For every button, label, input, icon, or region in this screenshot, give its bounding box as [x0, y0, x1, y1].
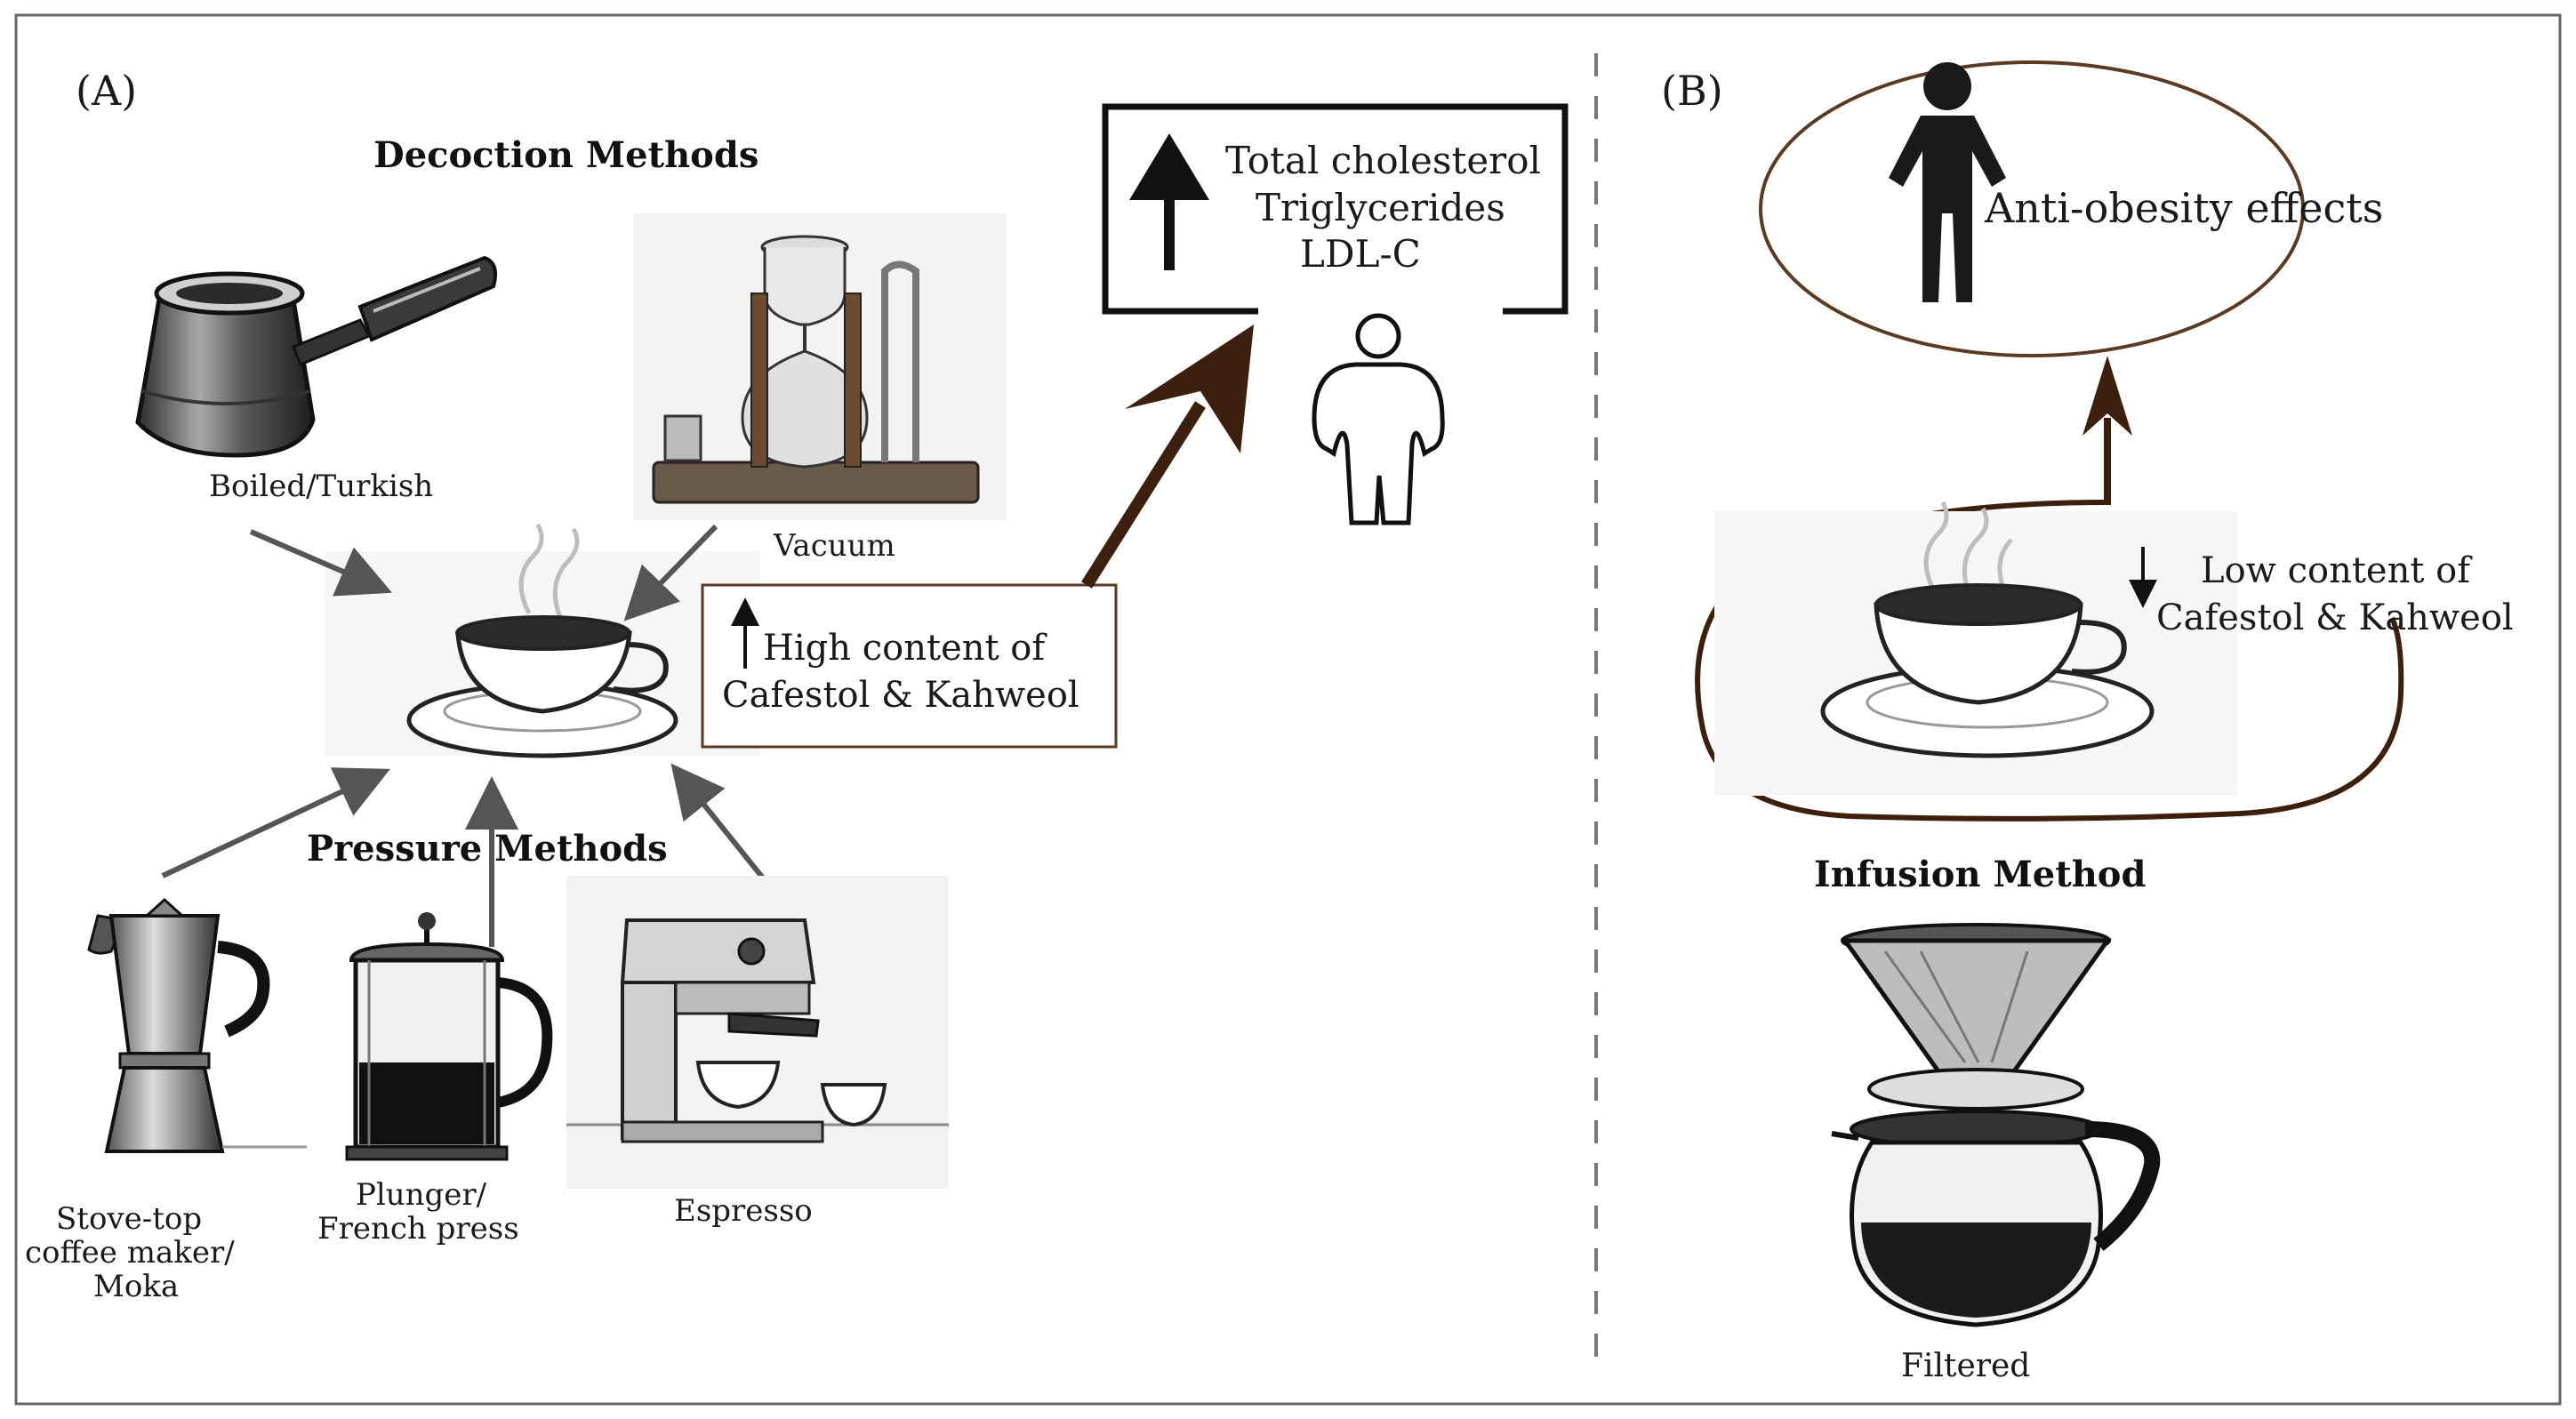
- infusion-method-title: Infusion Method: [1814, 854, 2146, 895]
- high-content-box: High content of Cafestol & Kahweol: [701, 583, 1118, 749]
- arrow-vacuum-to-cup: [623, 524, 718, 621]
- input-arrows: [161, 524, 767, 947]
- moka-label-line3: Moka: [93, 1269, 179, 1304]
- coffee-cup-high-icon: [325, 523, 760, 758]
- big-up-arrow-icon: [1129, 133, 1209, 270]
- coffee-cup-low-icon: [1714, 501, 2237, 796]
- effect-ldl-c: LDL-C: [1300, 232, 1421, 276]
- arrow-espresso-to-cup: [670, 763, 767, 882]
- vacuum-label: Vacuum: [773, 528, 895, 564]
- obese-person-icon: [1312, 313, 1445, 525]
- anti-obesity-text: Anti-obesity effects: [1984, 184, 2383, 232]
- espresso-machine-icon: [566, 876, 949, 1189]
- panel-a-label: (A): [76, 67, 137, 115]
- boiled-turkish-label: Boiled/Turkish: [209, 469, 433, 504]
- standing-person-icon: [1889, 62, 2006, 302]
- brown-arrow-up: [2082, 356, 2132, 505]
- figure-border: [14, 13, 2562, 1406]
- effect-total-cholesterol: Total cholesterol: [1225, 139, 1541, 182]
- anti-obesity-ellipse: Anti-obesity effects: [1759, 60, 2383, 357]
- plunger-label-line2: French press: [317, 1211, 519, 1247]
- pressure-methods-title: Pressure Methods: [307, 828, 668, 870]
- vacuum-brewer-icon: [633, 213, 1007, 520]
- plunger-label-line1: Plunger/: [356, 1177, 487, 1213]
- big-brown-arrow: [1081, 325, 1254, 589]
- moka-label-line1: Stove-top: [56, 1201, 202, 1237]
- arrow-boiled-to-cup: [249, 529, 393, 597]
- moka-pot-icon: [87, 897, 307, 1153]
- effect-triglycerides: Triglycerides: [1256, 186, 1505, 229]
- pour-over-filter-icon: [1831, 923, 2161, 1327]
- espresso-label: Espresso: [674, 1193, 813, 1229]
- filtered-label: Filtered: [1901, 1348, 2030, 1384]
- panel-b-label: (B): [1661, 67, 1723, 115]
- french-press-icon: [345, 912, 553, 1161]
- high-content-line2: Cafestol & Kahweol: [722, 675, 1079, 716]
- turkish-pot-icon: [135, 255, 497, 458]
- arrow-moka-to-cup: [161, 767, 390, 878]
- effects-box: Total cholesterol Triglycerides LDL-C: [1102, 103, 1569, 315]
- moka-label-line2: coffee maker/: [25, 1235, 235, 1271]
- low-content-line1: Low content of: [2201, 550, 2473, 591]
- decoction-methods-title: Decoction Methods: [373, 134, 758, 176]
- low-content-line2: Cafestol & Kahweol: [2156, 597, 2514, 638]
- high-content-line1: High content of: [763, 628, 1047, 669]
